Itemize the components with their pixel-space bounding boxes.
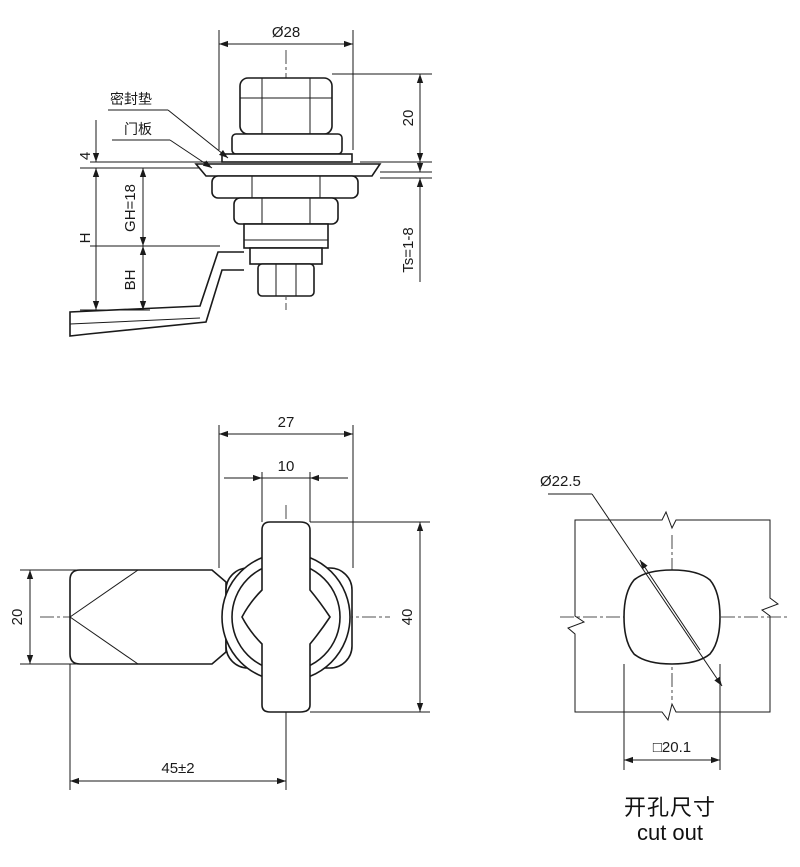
side-view: Ø28 20 Ts=1-8 4 H GH=18 BH 密封垫 门板	[69, 24, 432, 337]
dim-length-45: 45±2	[161, 760, 194, 777]
dim-cutout-diameter: Ø22.5	[540, 473, 581, 490]
dim-bh: BH	[122, 270, 139, 291]
dim-ts: Ts=1-8	[400, 227, 417, 272]
dim-width-10: 10	[278, 458, 295, 475]
dim-width-27: 27	[278, 414, 295, 431]
cutout-view: Ø22.5 □20.1	[540, 473, 790, 770]
dim-diameter-28: Ø28	[272, 24, 300, 41]
dim-gh: GH=18	[122, 184, 139, 232]
dim-height-20-front: 20	[9, 609, 26, 626]
label-door-panel: 门板	[124, 122, 152, 138]
dim-h: H	[77, 233, 94, 244]
dim-4: 4	[77, 152, 94, 160]
label-gasket: 密封垫	[110, 91, 152, 108]
cutout-caption-cn: 开孔尺寸	[623, 796, 716, 821]
dim-height-20: 20	[400, 110, 417, 127]
front-view: 27 10 40 20 45±2	[9, 414, 430, 790]
dim-height-40: 40	[399, 609, 416, 626]
cutout-caption-en: cut out	[636, 820, 704, 845]
dim-cutout-square: □20.1	[653, 739, 691, 756]
